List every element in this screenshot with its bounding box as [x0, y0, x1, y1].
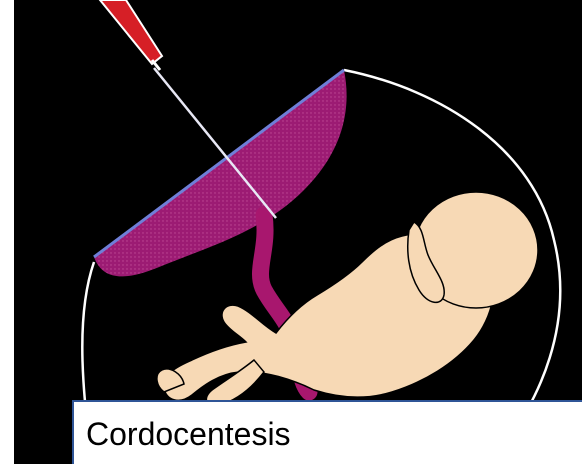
callout-box: Cordocentesis — [72, 400, 582, 464]
cordocentesis-illustration — [14, 0, 582, 464]
callout-label: Cordocentesis — [86, 414, 291, 454]
